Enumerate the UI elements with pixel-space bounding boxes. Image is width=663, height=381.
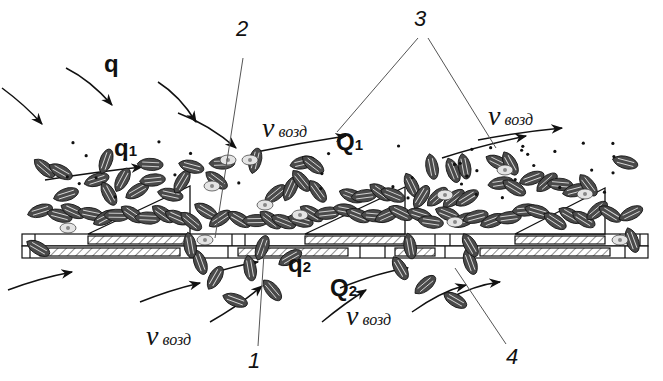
dust-particle [391, 185, 394, 188]
callout-number: 3 [414, 8, 426, 30]
dust-particle [319, 187, 322, 190]
impurity [197, 235, 213, 245]
dust-particle [532, 164, 535, 167]
seed [203, 264, 227, 293]
flow-label: Q2 [330, 276, 357, 300]
air-flow-arrows [2, 68, 562, 322]
seed [139, 173, 166, 188]
sieve-plate [22, 234, 648, 258]
impurity [437, 190, 453, 200]
flow-label: Q1 [336, 130, 363, 154]
seed [441, 288, 470, 312]
air-velocity-label: v возд [262, 114, 307, 142]
callout-number: 1 [248, 350, 260, 372]
seed [411, 272, 439, 298]
seed [252, 234, 272, 263]
dust-particle [611, 171, 614, 174]
seed [46, 160, 75, 183]
dust-particle [78, 182, 81, 185]
dust-particle [173, 173, 176, 176]
impurity [292, 210, 308, 220]
dust-particle [327, 152, 330, 155]
dust-particle [582, 142, 585, 145]
dust-particle [95, 176, 98, 179]
seed [575, 171, 600, 199]
seed [137, 158, 164, 171]
sawtooth-ridges [88, 186, 605, 234]
dust-particle [590, 168, 593, 171]
flow-label: q [104, 52, 119, 76]
flow-label: q2 [288, 252, 311, 276]
callout-number: 2 [236, 18, 248, 40]
seed [423, 153, 440, 181]
dust-particle [514, 178, 517, 181]
dust-particle [237, 181, 240, 184]
dust-particle [453, 163, 456, 166]
dust-particle [501, 196, 504, 199]
dust-particle [397, 144, 400, 147]
dust-particle [406, 196, 409, 199]
impurity [242, 155, 258, 165]
seed [242, 254, 259, 282]
dust-particle [114, 195, 117, 198]
impurity [257, 200, 273, 210]
sunflower-seeds [24, 140, 645, 312]
seed [177, 157, 205, 176]
dust-particle [71, 141, 74, 144]
seed [456, 152, 473, 180]
dust-particle [189, 152, 192, 155]
air-velocity-label: v возд [346, 302, 391, 330]
dust-particle [320, 172, 323, 175]
dust-particle [475, 193, 478, 196]
seed [388, 254, 412, 283]
dust-particle [465, 175, 468, 178]
dust-particle [520, 149, 523, 152]
seed [616, 202, 645, 224]
impurity [447, 217, 463, 227]
seed [458, 231, 482, 260]
impurity [497, 165, 513, 175]
seed [202, 167, 230, 192]
seed [182, 231, 199, 259]
dust-particle [66, 175, 69, 178]
seed [596, 202, 625, 226]
callout-number: 4 [506, 346, 518, 368]
seed [24, 236, 53, 260]
dust-particle [612, 155, 615, 158]
dust-particle [611, 142, 614, 145]
dust-particle [470, 148, 473, 151]
dust-particle [521, 145, 524, 148]
dust-particle [157, 140, 160, 143]
dust-particle [489, 146, 492, 149]
leader-lines [215, 38, 506, 346]
air-velocity-label: v возд [146, 322, 191, 350]
dust-particle [526, 153, 529, 156]
flow-label: q1 [114, 136, 137, 160]
dust-particle [459, 162, 462, 165]
seed [259, 276, 285, 304]
seed [96, 147, 116, 176]
dust-particle [460, 182, 463, 185]
dust-particle [558, 186, 561, 189]
dust-particle [475, 169, 478, 172]
seed [402, 232, 419, 260]
seed [305, 177, 330, 205]
impurity [60, 223, 76, 233]
seed [52, 185, 80, 205]
dust-particle [85, 154, 88, 157]
seed [453, 186, 482, 210]
dust-particle [410, 176, 413, 179]
seed [299, 152, 327, 178]
seed [611, 153, 639, 171]
impurity [577, 189, 593, 199]
dust-particle [553, 150, 556, 153]
impurity [204, 181, 220, 191]
air-velocity-label: v возд [488, 102, 533, 130]
seed [378, 184, 407, 205]
dust-particle [603, 191, 606, 194]
seed [221, 290, 250, 310]
impurity [612, 235, 628, 245]
